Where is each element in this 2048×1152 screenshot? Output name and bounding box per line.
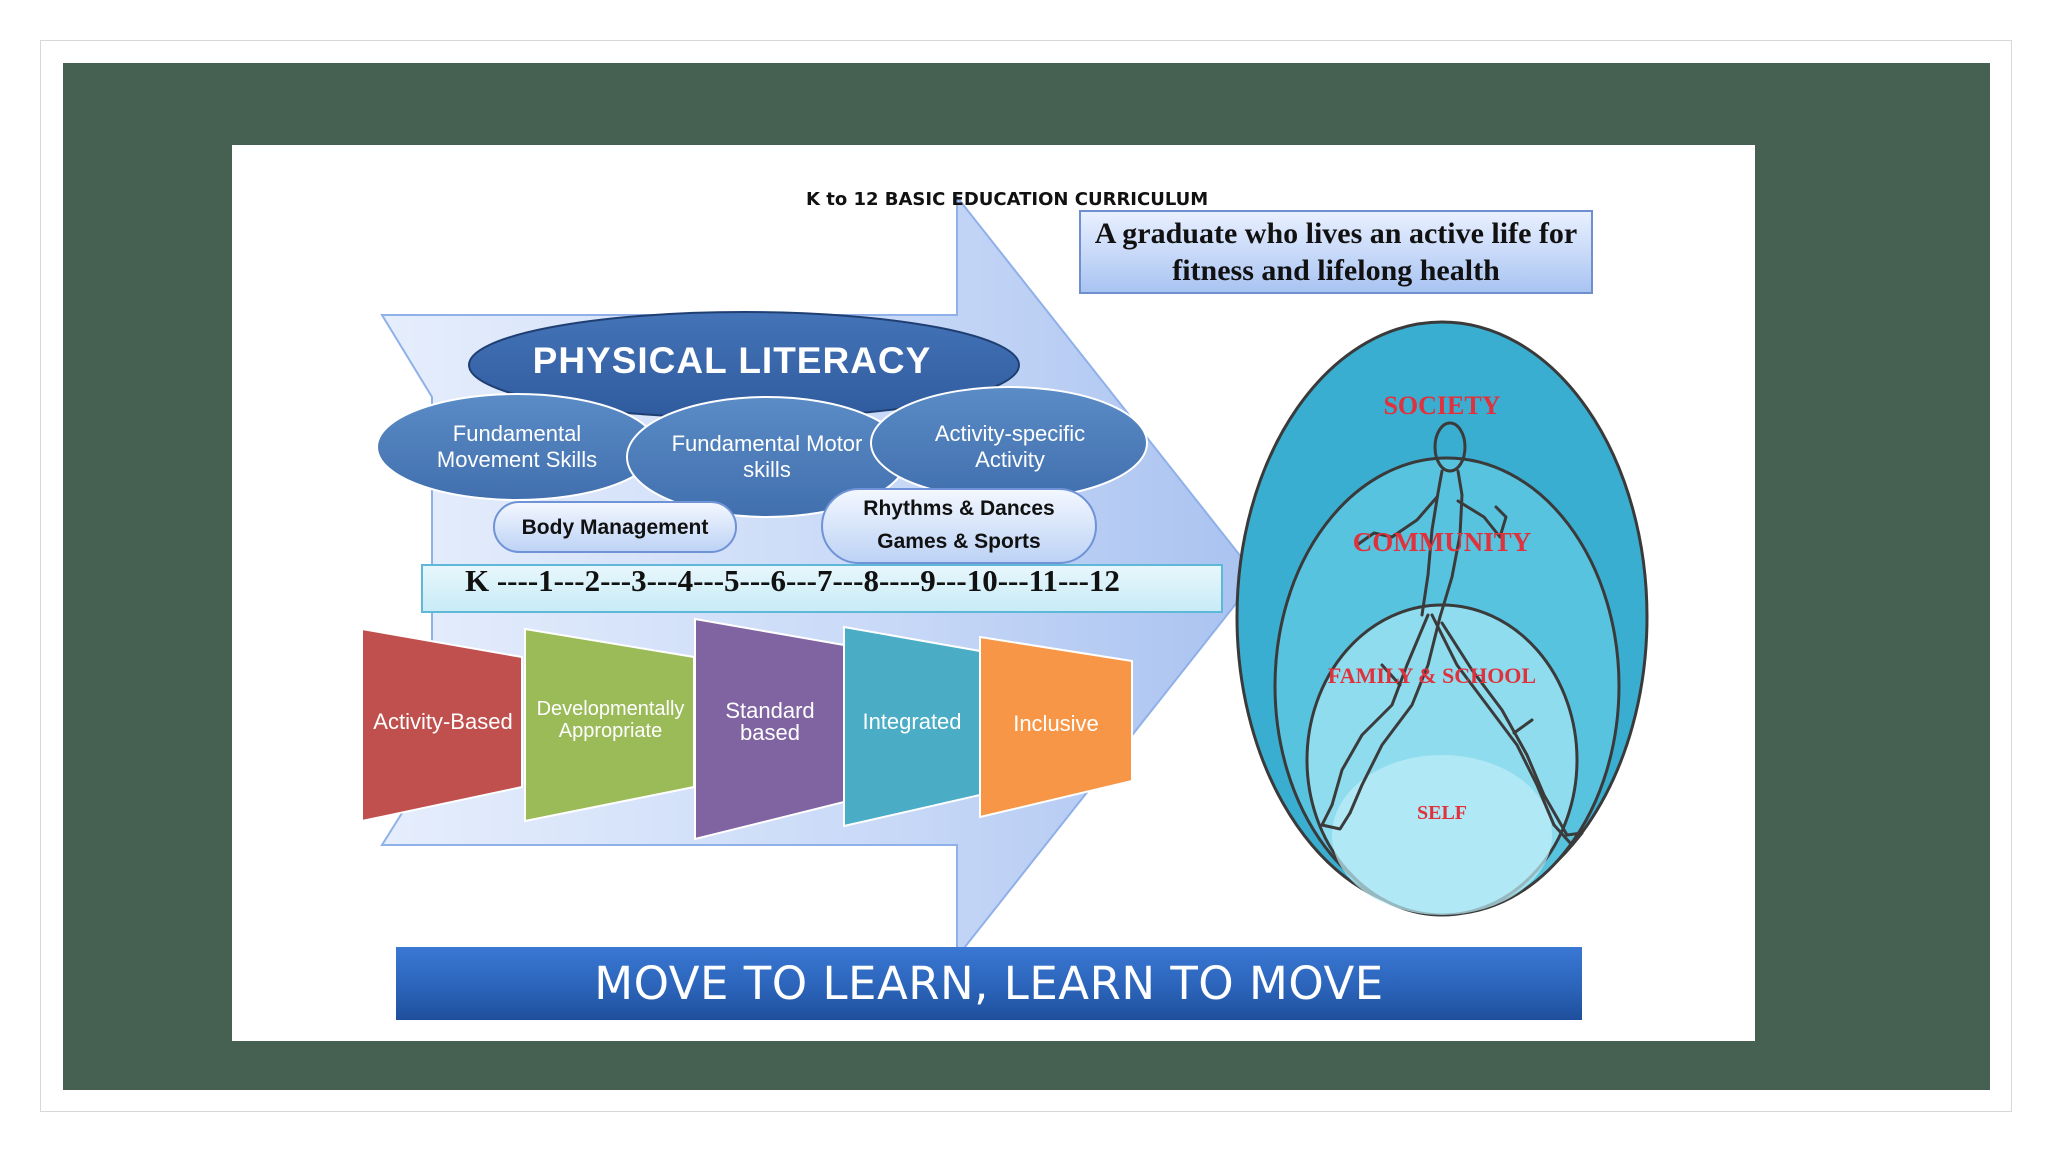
approach-label-inclusive: Inclusive bbox=[1013, 711, 1099, 736]
graduate-statement: A graduate who lives an active life for … bbox=[1094, 217, 1578, 287]
grade-level-bar bbox=[421, 564, 1223, 613]
approach-label-activity-based: Activity-Based bbox=[373, 709, 513, 734]
motto-banner: MOVE TO LEARN, LEARN TO MOVE bbox=[396, 947, 1582, 1020]
runner-figure bbox=[1320, 421, 1584, 847]
physical-literacy-title: PHYSICAL LITERACY bbox=[532, 340, 932, 381]
pill-rhythms-games bbox=[821, 488, 1097, 564]
pill-label-games-sports: Games & Sports bbox=[877, 530, 1041, 553]
pill-label-rhythms-dances: Rhythms & Dances bbox=[863, 497, 1055, 520]
motto-text: MOVE TO LEARN, LEARN TO MOVE bbox=[594, 957, 1384, 1010]
grade-level-text: K ----1---2---3---4---5---6---7---8----9… bbox=[465, 563, 1120, 598]
approach-label-developmentally-appropriate: Developmentally Appropriate bbox=[536, 698, 685, 742]
pill-label-body-management: Body Management bbox=[521, 516, 709, 539]
approach-activity-based bbox=[361, 627, 523, 823]
approach-label-integrated: Integrated bbox=[862, 709, 962, 734]
pill-body-management bbox=[493, 501, 737, 553]
graduate-statement-box: A graduate who lives an active life for … bbox=[1079, 210, 1593, 294]
approach-inclusive bbox=[979, 635, 1133, 819]
label-family-school: FAMILY & SCHOOL bbox=[1327, 663, 1537, 688]
curriculum-title: K to 12 BASIC EDUCATION CURRICULUM bbox=[806, 189, 1209, 210]
oval-label-fundamental-movement: Fundamental Movement Skills bbox=[436, 421, 598, 472]
label-community: COMMUNITY bbox=[1352, 527, 1532, 557]
oval-label-activity-specific: Activity-specific Activity bbox=[934, 421, 1086, 472]
slide: K to 12 BASIC EDUCATION CURRICULUM A gra… bbox=[232, 145, 1755, 1041]
sphere-self bbox=[1332, 755, 1552, 915]
label-society: SOCIETY bbox=[1383, 391, 1501, 420]
oval-label-fundamental-motor: Fundamental Motor skills bbox=[671, 431, 863, 482]
label-self: SELF bbox=[1416, 802, 1468, 824]
diagram-graphics bbox=[361, 194, 1649, 960]
approach-label-standard-based: Standard based bbox=[725, 698, 815, 745]
